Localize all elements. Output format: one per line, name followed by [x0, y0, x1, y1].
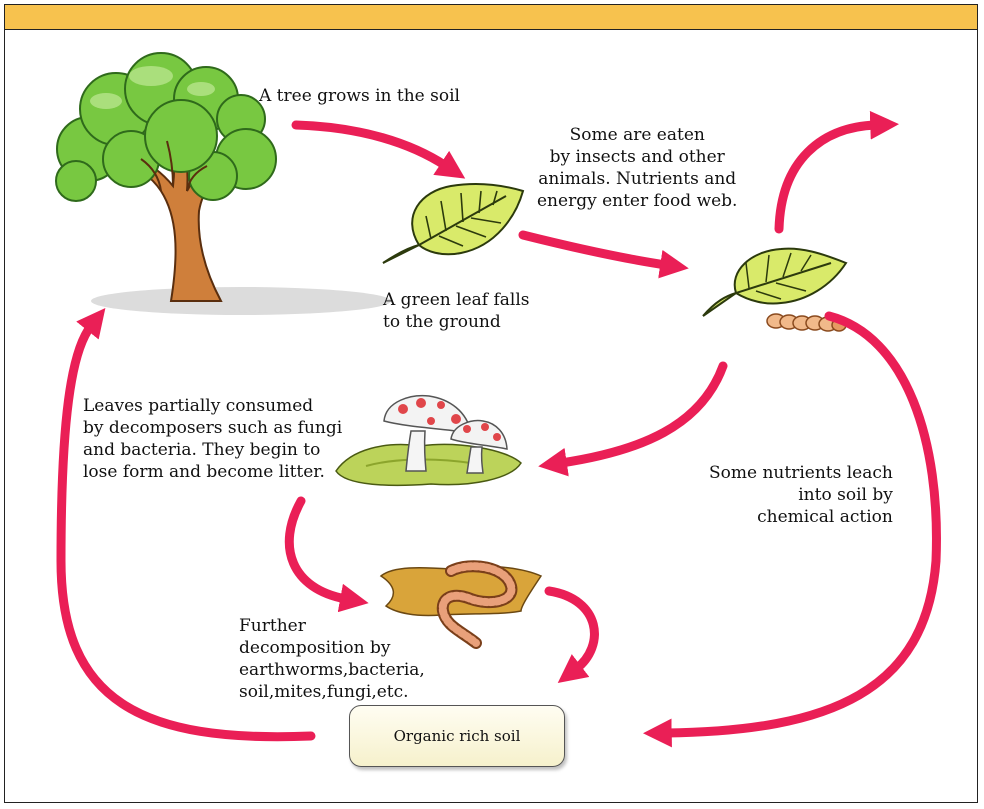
arrow-soil-to-tree	[56, 307, 316, 742]
label-leach: Some nutrients leach into soil by chemic…	[709, 463, 893, 527]
green-leaf-icon	[382, 182, 525, 264]
earthworm-icon	[379, 560, 543, 649]
label-tree: A tree grows in the soil	[259, 86, 460, 106]
label-leaf-falls: A green leaf falls to the ground	[383, 290, 530, 332]
label-further-decomposition: Further decomposition by earthworms,bact…	[239, 616, 425, 702]
arrow-litter-to-worm	[284, 496, 369, 613]
diagram-frame: A tree grows in the soil A green leaf fa…	[4, 4, 978, 803]
header-banner	[5, 5, 977, 30]
arrow-leaf-to-eaten	[518, 230, 689, 279]
arrow-eaten-to-litter	[538, 361, 728, 477]
arrow-worm-to-soil	[544, 586, 599, 684]
label-partially-consumed: Leaves partially consumed by decomposers…	[83, 396, 343, 482]
cycle-diagram	[55, 52, 941, 748]
arrow-out-food-web	[774, 110, 900, 234]
organic-soil-box: Organic rich soil	[349, 705, 565, 767]
arrow-leach-to-soil	[642, 311, 941, 748]
arrow-tree-to-leaf	[291, 120, 466, 179]
ground-shadow	[91, 287, 391, 315]
litter-puddle-icon	[335, 443, 522, 487]
tree-icon	[55, 52, 277, 302]
eaten-leaf-icon	[702, 247, 848, 317]
mushroom-icon	[383, 394, 508, 474]
label-eaten: Some are eaten by insects and other anim…	[537, 125, 738, 211]
